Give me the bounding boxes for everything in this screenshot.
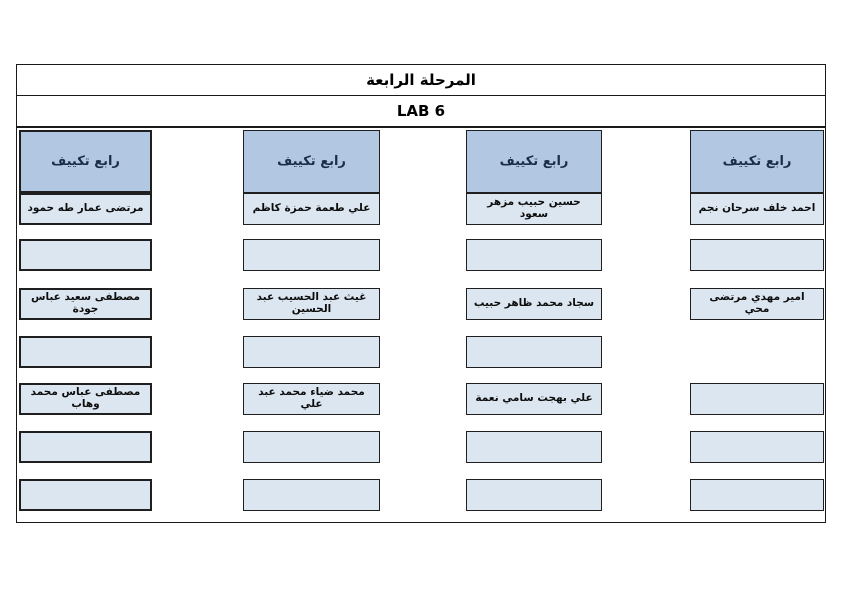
empty-cell	[19, 336, 152, 368]
empty-cell	[690, 383, 824, 415]
group-column-2: رابع تكييف علي طعمة حمزة كاظم غيث عبد ال…	[243, 65, 380, 522]
group-header: رابع تكييف	[690, 130, 824, 193]
empty-cell	[466, 431, 602, 463]
group-header: رابع تكييف	[243, 130, 380, 193]
empty-cell	[19, 431, 152, 463]
student-cell: مصطفى عباس محمد وهاب	[19, 383, 152, 415]
empty-cell	[466, 239, 602, 271]
student-cell: سجاد محمد ظاهر حبيب	[466, 288, 602, 320]
group-column-1: رابع تكييف مرتضى عمار طه حمود مصطفى سعيد…	[19, 65, 152, 522]
student-cell: مصطفى سعيد عباس جودة	[19, 288, 152, 320]
student-cell: امير مهدي مرتضى محي	[690, 288, 824, 320]
empty-cell	[466, 336, 602, 368]
page-title: المرحلة الرابعة	[17, 65, 825, 96]
student-cell: احمد خلف سرحان نجم	[690, 193, 824, 225]
empty-cell	[19, 479, 152, 511]
student-cell: حسين حبيب مزهر سعود	[466, 193, 602, 225]
empty-cell	[19, 239, 152, 271]
student-cell: غيث عبد الحسيب عبد الحسين	[243, 288, 380, 320]
group-header: رابع تكييف	[466, 130, 602, 193]
empty-cell	[466, 479, 602, 511]
empty-cell	[243, 336, 380, 368]
group-header: رابع تكييف	[19, 130, 152, 193]
group-column-3: رابع تكييف حسين حبيب مزهر سعود سجاد محمد…	[466, 65, 602, 522]
lab-title: LAB 6	[17, 96, 825, 128]
empty-cell	[243, 479, 380, 511]
empty-cell	[690, 239, 824, 271]
student-cell: محمد ضياء محمد عبد علي	[243, 383, 380, 415]
empty-cell	[690, 431, 824, 463]
schedule-sheet: المرحلة الرابعة LAB 6 رابع تكييف مرتضى ع…	[16, 64, 826, 523]
empty-cell	[243, 239, 380, 271]
student-cell: علي طعمة حمزة كاظم	[243, 193, 380, 225]
student-cell: مرتضى عمار طه حمود	[19, 193, 152, 225]
student-cell: علي بهجت سامي نعمة	[466, 383, 602, 415]
empty-cell	[243, 431, 380, 463]
group-column-4: رابع تكييف احمد خلف سرحان نجم امير مهدي …	[690, 65, 824, 522]
empty-cell	[690, 479, 824, 511]
